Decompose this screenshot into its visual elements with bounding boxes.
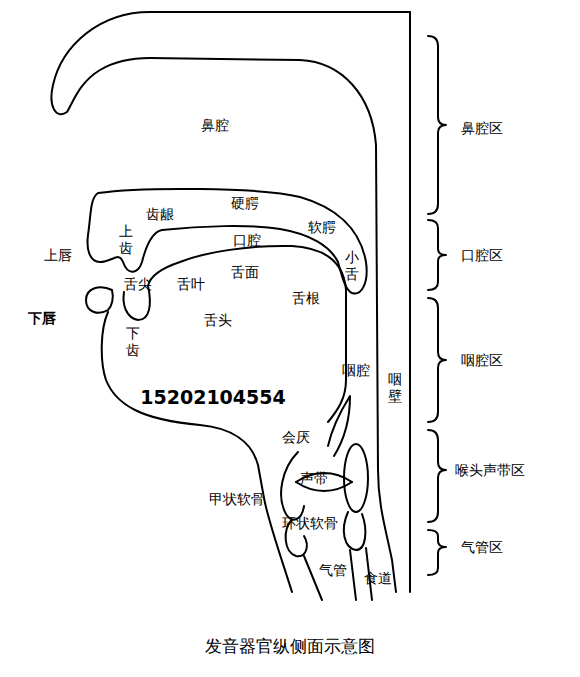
part-label: 舌尖 <box>124 276 152 292</box>
cavity-label: 咽腔 <box>342 362 370 378</box>
lower-lip <box>86 287 113 313</box>
part-label: 上唇 <box>44 247 72 263</box>
part-label: 舌面 <box>231 264 259 280</box>
part-label: 舌叶 <box>177 276 205 292</box>
part-label: 硬腭 <box>231 195 259 211</box>
part-label: 舌头 <box>204 312 232 328</box>
cavity-label: 鼻腔 <box>201 117 229 133</box>
nasal-cavity-outline <box>51 12 410 592</box>
region-brace <box>428 530 446 575</box>
region-label: 喉头声带区 <box>455 462 525 478</box>
part-label: 气管 <box>319 562 347 578</box>
part-label: 会厌 <box>282 429 310 445</box>
figure-caption: 发音器官纵侧面示意图 <box>205 635 375 658</box>
back-wall-line <box>409 12 411 592</box>
part-label: 上齿 <box>119 223 133 257</box>
part-label: 小舌 <box>345 249 359 283</box>
region-brace <box>428 36 446 214</box>
part-label: 软腭 <box>308 219 336 235</box>
part-label: 下唇 <box>28 310 56 326</box>
chin-neck-line <box>102 312 292 592</box>
part-label: 齿龈 <box>146 206 174 222</box>
part-label: 咽壁 <box>388 371 402 405</box>
trachea-wall <box>350 550 356 600</box>
part-label: 下齿 <box>126 325 140 359</box>
part-label: 甲状软骨 <box>209 491 265 507</box>
part-label: 食道 <box>364 570 392 586</box>
palate-upper-lip <box>88 189 367 294</box>
region-label: 气管区 <box>461 539 503 555</box>
region-brace <box>428 430 446 522</box>
epiglottis <box>328 396 350 456</box>
region-label: 口腔区 <box>461 247 503 263</box>
watermark-number: 15202104554 <box>140 386 285 408</box>
part-label: 声带 <box>300 470 328 486</box>
region-brace <box>428 220 446 290</box>
part-label: 环状软骨 <box>282 515 338 531</box>
region-label: 咽腔区 <box>461 352 503 368</box>
arytenoid-cartilage <box>344 444 368 512</box>
part-label: 舌根 <box>292 290 320 306</box>
cavity-label: 口腔 <box>233 232 261 248</box>
cricoid-cartilage <box>344 512 366 550</box>
region-brace <box>428 298 446 422</box>
region-label: 鼻腔区 <box>461 120 503 136</box>
